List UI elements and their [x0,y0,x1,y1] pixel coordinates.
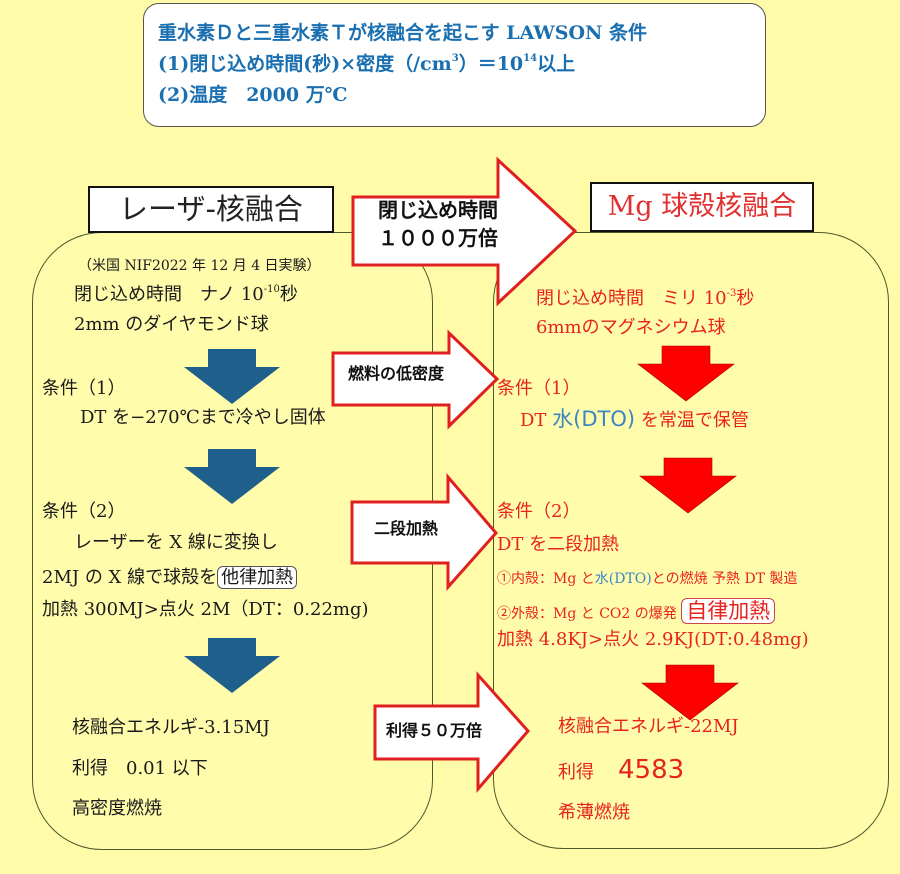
left-sphere: 2mm のダイヤモンド球 [74,314,269,335]
left-condition-2-line-2: 2MJ の X 線で球殻を他律加熱 [42,563,298,589]
lawson-conditions-box: 重水素Ｄと三重水素Ｔが核融合を起こす LAWSON 条件 (1)閉じ込め時間(秒… [143,3,766,127]
two-stage-heating-arrow-icon [350,472,498,591]
left-condition-2-heading: 条件（2） [42,501,126,522]
left-experiment-note: （米国 NIF2022 年 12 月 4 日実験） [78,258,321,274]
right-inner-shell-item: ①内殻：Mg と水(DTO)との燃焼 予熱 DT 製造 [497,571,798,587]
right-gain-value: 4583 [618,755,685,785]
mg-shell-fusion-title: Mg 球殻核融合 [590,182,814,232]
autonomous-heating-badge: 自律加熱 [681,598,776,624]
right-fusion-energy: 核融合エネルギ-22MJ [558,716,739,737]
right-condition-2-line-4: 加熱 4.8KJ>点火 2.9KJ(DT:0.48mg) [497,629,809,650]
right-down-arrow-3-icon [641,664,739,721]
left-condition-2-line-3: 加熱 300MJ>点火 2M（DT：0.22mg) [42,599,369,620]
laser-fusion-title: レーザ-核融合 [88,186,334,233]
lawson-condition-1: (1)閉じ込め時間(秒)×密度（/cm3）＝1014以上 [158,53,576,75]
right-down-arrow-1-icon [637,345,735,402]
low-density-arrow-icon [331,329,500,430]
left-down-arrow-3-icon [184,638,280,693]
right-condition-1-heading: 条件（1） [497,378,581,399]
left-gain: 利得 0.01 以下 [72,758,208,779]
left-confinement-time: 閉じ込め時間 ナノ 10-10秒 [74,284,298,305]
right-burn-type: 希薄燃焼 [558,802,630,823]
two-stage-heating-arrow-label: 二段加熱 [373,519,438,538]
confinement-arrow-label: 閉じ込め時間 １０００万倍 [378,198,498,250]
left-down-arrow-1-icon [184,349,280,404]
lawson-title: 重水素Ｄと三重水素Ｔが核融合を起こす LAWSON 条件 [158,22,647,44]
right-condition-2-line-1: DT を二段加熱 [497,534,620,555]
left-condition-2-line-1: レーザーを X 線に変換し [74,532,278,553]
left-burn-type: 高密度燃焼 [72,798,162,819]
right-outer-shell-item: ②外殻：Mg と CO2 の爆発 自律加熱 [497,595,776,625]
external-heating-badge: 他律加熱 [217,566,298,589]
right-condition-1-body: DT 水(DTO) を常温で保管 [520,407,749,431]
gain-arrow-label: 利得５０万倍 [385,721,482,740]
gain-arrow-icon [373,671,530,794]
right-sphere: 6mmのマグネシウム球 [536,317,726,338]
right-condition-2-heading: 条件（2） [497,501,581,522]
right-down-arrow-2-icon [639,457,737,514]
left-down-arrow-2-icon [184,449,280,504]
lawson-condition-2: (2)温度 2000 万℃ [158,84,348,106]
confinement-arrow-icon [351,156,578,307]
mg-shell-fusion-panel [493,232,889,849]
left-condition-1-heading: 条件（1） [42,378,126,399]
left-condition-1-body: DT を−270℃まで冷やし固体 [80,407,326,428]
right-confinement-time: 閉じ込め時間 ミリ 10-3秒 [536,288,755,309]
left-fusion-energy: 核融合エネルギ-3.15MJ [72,717,270,738]
low-density-arrow-label: 燃料の低密度 [347,364,444,383]
